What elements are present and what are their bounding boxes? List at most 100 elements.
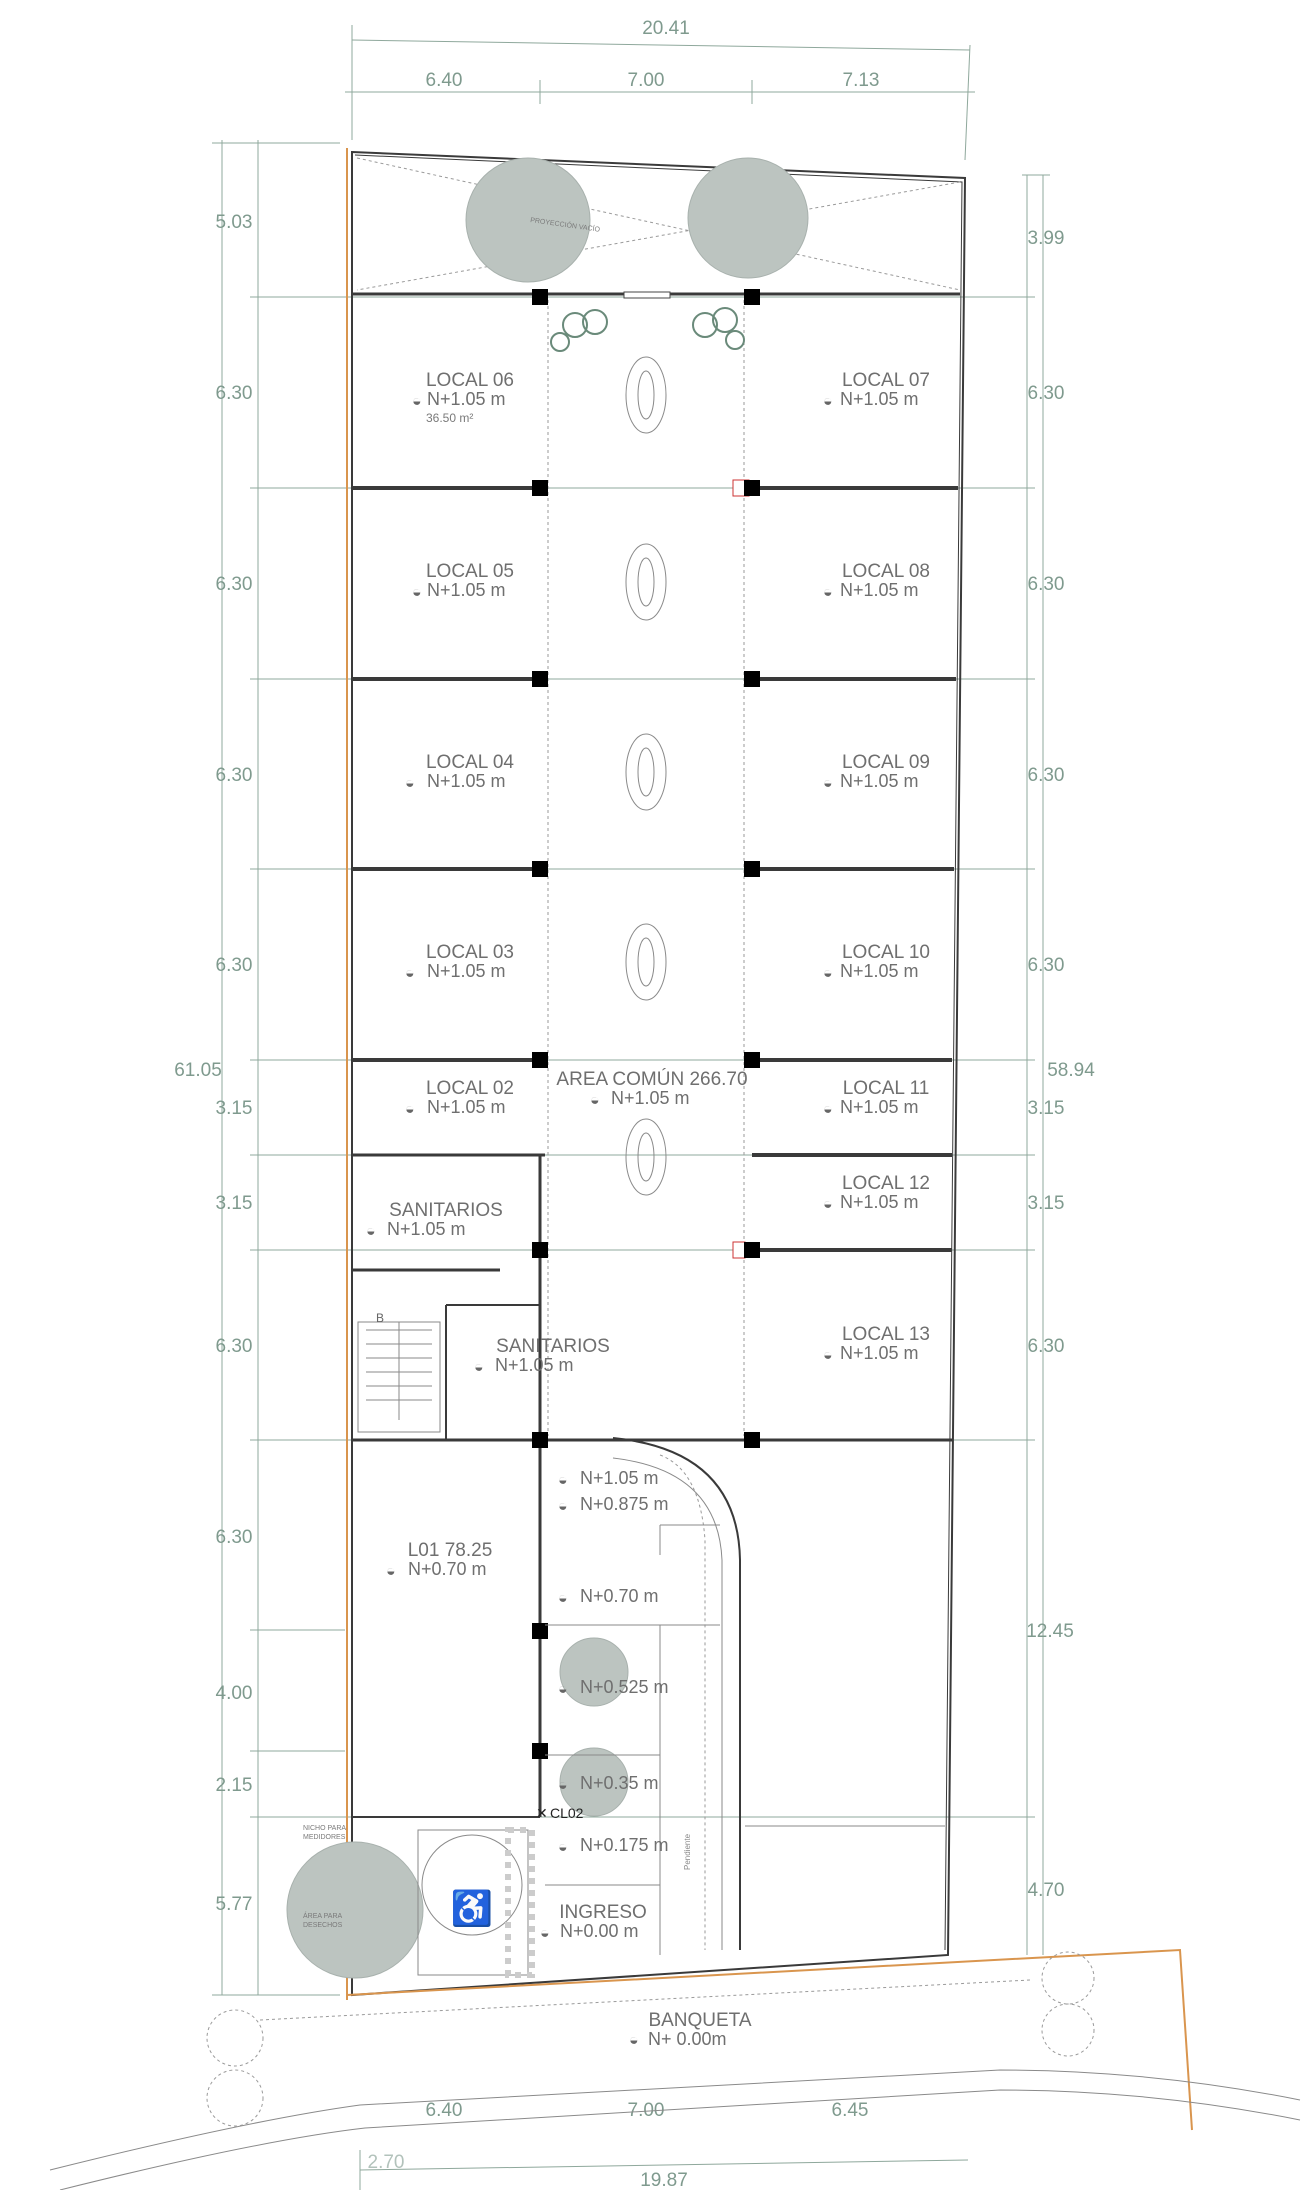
room-level-local-04: N+1.05 m bbox=[427, 771, 506, 791]
note-desechos-2: DESECHOS bbox=[303, 1922, 343, 1929]
room-area-local-06: 36.50 m² bbox=[426, 411, 473, 425]
level-marker-icon: ◒ bbox=[823, 775, 833, 792]
level-marker-icon: ◒ bbox=[558, 1472, 568, 1489]
room-level-local-12: N+1.05 m bbox=[840, 1192, 919, 1212]
room-label-local-05: LOCAL 05 bbox=[426, 561, 514, 582]
room-label-local-10: LOCAL 10 bbox=[842, 942, 930, 963]
room-level-sanitarios-2: N+1.05 m bbox=[495, 1355, 574, 1375]
room-level-l01: N+0.70 m bbox=[408, 1559, 487, 1579]
level-marker-icon: ◒ bbox=[412, 584, 422, 601]
staircase bbox=[357, 1321, 441, 1433]
room-label-local-09: LOCAL 09 bbox=[842, 752, 930, 773]
dim-left-seg-6: 3.15 bbox=[216, 1098, 253, 1119]
room-label-sanitarios-2: SANITARIOS bbox=[496, 1336, 610, 1357]
room-level-local-07: N+1.05 m bbox=[840, 389, 919, 409]
room-label-local-03: LOCAL 03 bbox=[426, 942, 514, 963]
dim-bottom-seg-3: 6.45 bbox=[832, 2100, 869, 2121]
level-marker-icon: ◒ bbox=[386, 1563, 396, 1580]
note-nicho-2: MEDIDORES bbox=[303, 1834, 346, 1841]
dim-bottom-seg-1: 6.40 bbox=[426, 2100, 463, 2121]
dim-left-seg-2: 6.30 bbox=[216, 383, 253, 404]
level-marker-icon: ◒ bbox=[558, 1777, 568, 1794]
room-label-local-11: LOCAL 11 bbox=[843, 1078, 930, 1099]
level-marker-icon: ◒ bbox=[405, 1101, 415, 1118]
columns bbox=[532, 289, 760, 1759]
level-marker-icon: ◒ bbox=[558, 1498, 568, 1515]
cl02-label: CL02 bbox=[550, 1805, 584, 1821]
dim-top-seg-2: 7.00 bbox=[628, 70, 665, 91]
ramp-level-6: N+0.175 m bbox=[580, 1835, 669, 1855]
level-marker-icon: ◒ bbox=[405, 965, 415, 982]
room-level-banqueta: N+ 0.00m bbox=[648, 2029, 727, 2049]
room-label-local-02: LOCAL 02 bbox=[426, 1078, 514, 1099]
room-label-local-06: LOCAL 06 bbox=[426, 370, 514, 391]
room-level-local-11: N+1.05 m bbox=[840, 1097, 919, 1117]
dim-right-seg-8: 6.30 bbox=[1028, 1336, 1065, 1357]
dim-left-seg-5: 6.30 bbox=[216, 955, 253, 976]
level-marker-icon: ◒ bbox=[823, 393, 833, 410]
room-label-sanitarios-1: SANITARIOS bbox=[389, 1200, 503, 1221]
room-level-ingreso: N+0.00 m bbox=[560, 1921, 639, 1941]
note-pendiente: Pendiente bbox=[683, 1833, 692, 1870]
cross-marker-icon: ✕ bbox=[536, 1805, 548, 1821]
stair-label: B bbox=[376, 1311, 384, 1325]
dim-right-total: 58.94 bbox=[1047, 1060, 1095, 1081]
dim-left-seg-9: 6.30 bbox=[216, 1527, 253, 1548]
dim-left-seg-10: 4.00 bbox=[216, 1683, 253, 1704]
dim-left-seg-12: 5.77 bbox=[216, 1894, 253, 1915]
dim-right-seg-7: 3.15 bbox=[1028, 1193, 1065, 1214]
partitions bbox=[352, 300, 958, 1827]
level-marker-icon: ◒ bbox=[629, 2032, 639, 2049]
dim-right-seg-3: 6.30 bbox=[1028, 574, 1065, 595]
dim-left-seg-1: 5.03 bbox=[216, 212, 253, 233]
dim-left-seg-11: 2.15 bbox=[216, 1775, 253, 1796]
room-label-local-13: LOCAL 13 bbox=[842, 1324, 930, 1345]
room-level-local-06: N+1.05 m bbox=[427, 389, 506, 409]
dim-right-seg-10: 4.70 bbox=[1028, 1880, 1065, 1901]
note-nicho-1: NICHO PARA bbox=[303, 1825, 346, 1832]
trees bbox=[286, 157, 809, 1979]
dim-right-seg-9: 12.45 bbox=[1026, 1621, 1074, 1642]
level-marker-icon: ◒ bbox=[366, 1223, 376, 1240]
dim-right-seg-1: 3.99 bbox=[1028, 228, 1065, 249]
room-level-local-09: N+1.05 m bbox=[840, 771, 919, 791]
tree-icon bbox=[465, 157, 591, 283]
ramp-level-4: N+0.525 m bbox=[580, 1677, 669, 1697]
level-marker-icon: ◒ bbox=[412, 393, 422, 410]
dimension-lines bbox=[212, 25, 1050, 2190]
level-marker-icon: ◒ bbox=[590, 1092, 600, 1109]
ramp-level-2: N+0.875 m bbox=[580, 1494, 669, 1514]
level-marker-icon: ◒ bbox=[558, 1839, 568, 1856]
room-label-local-07: LOCAL 07 bbox=[842, 370, 930, 391]
room-level-local-02: N+1.05 m bbox=[427, 1097, 506, 1117]
planters bbox=[625, 356, 667, 1196]
room-level-area-comun: N+1.05 m bbox=[611, 1088, 690, 1108]
dim-bottom-total: 19.87 bbox=[640, 2170, 688, 2190]
accessibility-icon: ♿ bbox=[451, 1889, 493, 1928]
ramp-level-3: N+0.70 m bbox=[580, 1586, 659, 1606]
room-label-l01: L01 78.25 bbox=[408, 1540, 493, 1561]
room-label-ingreso: INGRESO bbox=[559, 1902, 647, 1923]
room-label-local-12: LOCAL 12 bbox=[842, 1173, 930, 1194]
level-marker-icon: ◒ bbox=[823, 1101, 833, 1118]
dim-left-seg-8: 6.30 bbox=[216, 1336, 253, 1357]
dim-top-total: 20.41 bbox=[642, 18, 690, 39]
room-level-local-08: N+1.05 m bbox=[840, 580, 919, 600]
dim-left-seg-7: 3.15 bbox=[216, 1193, 253, 1214]
tree-icon bbox=[687, 157, 809, 279]
dim-right-seg-5: 6.30 bbox=[1028, 955, 1065, 976]
dim-right-seg-2: 6.30 bbox=[1028, 383, 1065, 404]
level-marker-icon: ◒ bbox=[558, 1590, 568, 1607]
dim-right-seg-6: 3.15 bbox=[1028, 1098, 1065, 1119]
void-projection bbox=[352, 157, 961, 299]
dim-left-total: 61.05 bbox=[174, 1060, 222, 1081]
dim-right-seg-4: 6.30 bbox=[1028, 765, 1065, 786]
room-level-local-05: N+1.05 m bbox=[427, 580, 506, 600]
tree-icon bbox=[286, 1841, 424, 1979]
room-level-sanitarios-1: N+1.05 m bbox=[387, 1219, 466, 1239]
ramp-level-1: N+1.05 m bbox=[580, 1468, 659, 1488]
room-level-local-13: N+1.05 m bbox=[840, 1343, 919, 1363]
level-marker-icon: ◒ bbox=[823, 584, 833, 601]
level-marker-icon: ◒ bbox=[823, 1196, 833, 1213]
dim-top-seg-3: 7.13 bbox=[843, 70, 880, 91]
